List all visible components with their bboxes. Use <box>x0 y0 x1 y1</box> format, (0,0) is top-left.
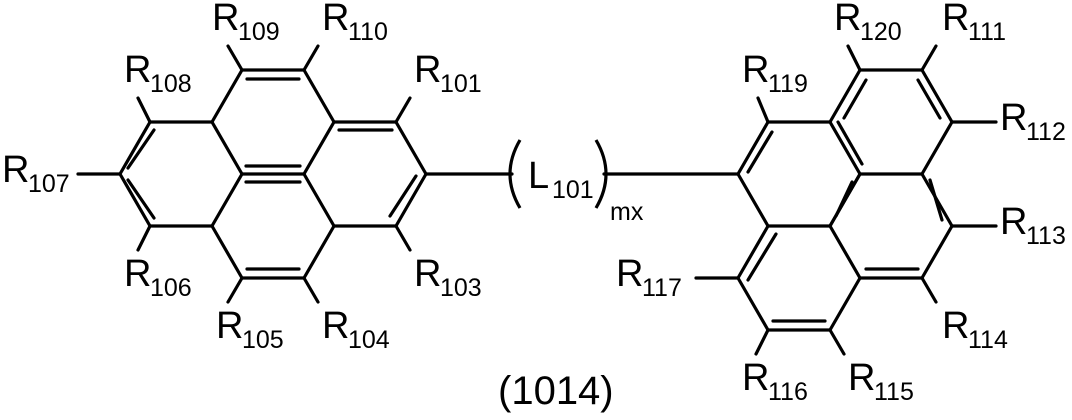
svg-text:112: 112 <box>1026 118 1066 146</box>
svg-text:106: 106 <box>150 274 192 302</box>
label-r115: R 115 <box>848 357 914 406</box>
label-r120: R 120 <box>834 0 902 46</box>
svg-text:108: 108 <box>150 70 192 98</box>
label-r103: R 103 <box>414 253 482 302</box>
svg-text:107: 107 <box>28 170 70 198</box>
svg-text:R: R <box>124 253 151 295</box>
svg-text:R: R <box>212 0 239 39</box>
svg-text:R: R <box>322 0 349 39</box>
svg-text:R: R <box>2 149 29 191</box>
linker-symbol: L <box>528 155 549 197</box>
svg-text:R: R <box>942 305 969 347</box>
label-r109: R 109 <box>212 0 280 46</box>
linker-group: L 101 mx <box>510 140 738 226</box>
label-r117: R 117 <box>616 253 682 302</box>
svg-text:R: R <box>414 49 441 91</box>
label-r116: R 116 <box>742 357 808 406</box>
svg-text:119: 119 <box>768 70 808 98</box>
label-r107: R 107 <box>2 149 70 198</box>
linker-repeat-subscript: mx <box>610 198 644 226</box>
svg-text:103: 103 <box>440 274 482 302</box>
svg-text:R: R <box>216 305 243 347</box>
substituent-labels: R 108 R 109 R 110 R 101 R 107 R 106 R 10… <box>2 0 1066 406</box>
label-r105: R 105 <box>216 305 284 354</box>
svg-text:R: R <box>616 253 643 295</box>
svg-text:117: 117 <box>642 274 682 302</box>
label-r104: R 104 <box>322 305 390 354</box>
label-r111: R 111 <box>942 0 1006 46</box>
svg-text:111: 111 <box>968 18 1006 46</box>
label-r101: R 101 <box>414 49 482 98</box>
svg-text:110: 110 <box>348 18 388 46</box>
svg-text:109: 109 <box>238 18 280 46</box>
svg-text:104: 104 <box>348 326 390 354</box>
svg-text:105: 105 <box>242 326 284 354</box>
svg-text:R: R <box>742 49 769 91</box>
label-r119: R 119 <box>742 49 808 98</box>
label-r112: R 112 <box>1000 97 1066 146</box>
label-r114: R 114 <box>942 305 1008 354</box>
svg-text:R: R <box>942 0 969 39</box>
svg-text:115: 115 <box>874 378 914 406</box>
svg-text:R: R <box>1000 97 1027 139</box>
svg-text:113: 113 <box>1026 222 1066 250</box>
compound-number: (1014) <box>498 369 614 413</box>
label-r113: R 113 <box>1000 201 1066 250</box>
svg-text:120: 120 <box>860 18 902 46</box>
svg-text:101: 101 <box>440 70 482 98</box>
svg-text:116: 116 <box>768 378 808 406</box>
linker-subscript: 101 <box>552 176 594 204</box>
svg-text:R: R <box>1000 201 1027 243</box>
label-r106: R 106 <box>124 253 192 302</box>
svg-text:R: R <box>834 0 861 39</box>
label-r108: R 108 <box>124 49 192 98</box>
svg-text:114: 114 <box>968 326 1008 354</box>
svg-text:R: R <box>414 253 441 295</box>
svg-text:R: R <box>124 49 151 91</box>
label-r110: R 110 <box>322 0 388 46</box>
svg-text:R: R <box>322 305 349 347</box>
svg-text:R: R <box>848 357 875 399</box>
svg-text:R: R <box>742 357 769 399</box>
